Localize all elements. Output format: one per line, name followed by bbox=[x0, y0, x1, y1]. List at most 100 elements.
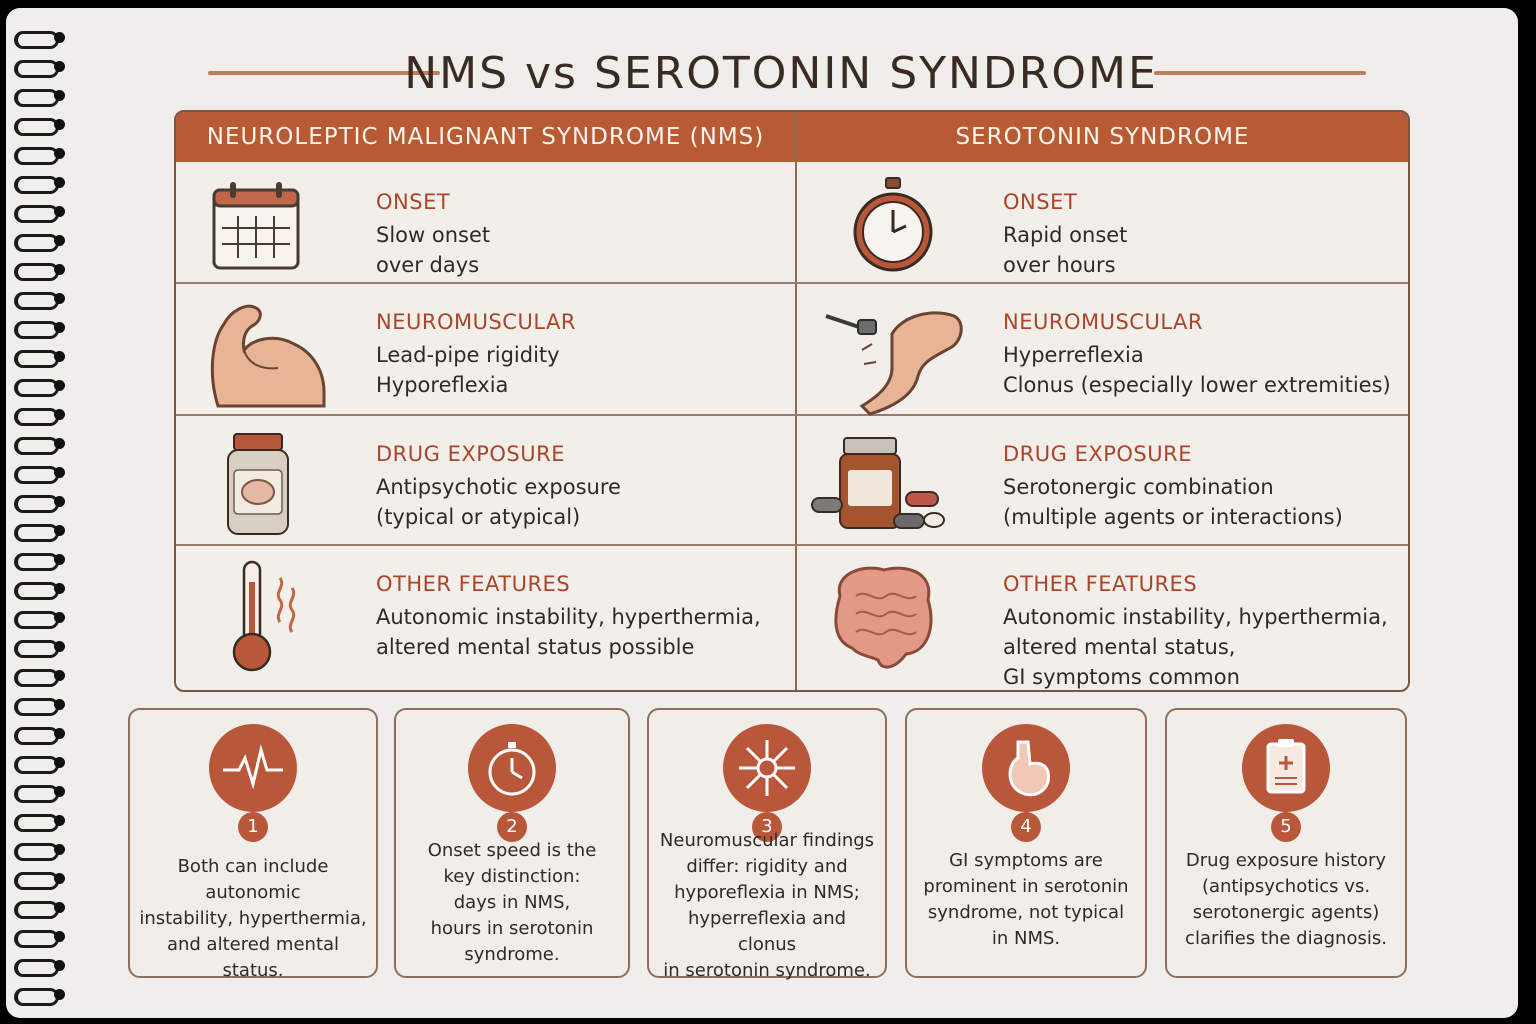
thermometer-icon bbox=[228, 558, 308, 678]
spiral-ring bbox=[14, 840, 65, 861]
reflex-hammer-knee-icon bbox=[822, 302, 972, 422]
flexed-arm-icon bbox=[202, 294, 332, 414]
title-rule-right bbox=[1154, 71, 1366, 75]
spiral-ring bbox=[14, 637, 65, 658]
spiral-ring bbox=[14, 260, 65, 281]
nms-neuromuscular-text: Lead-pipe rigidity Hyporeflexia bbox=[376, 340, 560, 400]
nms-drug-text: Antipsychotic exposure (typical or atypi… bbox=[376, 472, 621, 532]
key-point-card-2: 2 Onset speed is the key distinction: da… bbox=[394, 708, 630, 978]
card-line: hours in serotonin bbox=[430, 918, 594, 939]
spiral-ring bbox=[14, 695, 65, 716]
spiral-ring bbox=[14, 898, 65, 919]
ss-drug-line: Serotonergic combination bbox=[1003, 475, 1274, 499]
nms-onset-line: over days bbox=[376, 253, 480, 277]
spiral-ring bbox=[14, 115, 65, 136]
nms-drug-line: (typical or atypical) bbox=[376, 505, 581, 529]
card-text: Both can include autonomic instability, … bbox=[138, 854, 368, 984]
stomach-icon bbox=[982, 724, 1070, 812]
nms-onset-text: Slow onset over days bbox=[376, 220, 490, 280]
intestines-icon bbox=[826, 556, 942, 682]
card-number: 4 bbox=[1011, 812, 1041, 842]
spiral-ring bbox=[14, 28, 65, 49]
row-divider bbox=[176, 414, 1408, 416]
nms-neuromuscular-line: Lead-pipe rigidity bbox=[376, 343, 560, 367]
key-point-card-4: 4 GI symptoms are prominent in serotonin… bbox=[905, 708, 1147, 978]
spiral-ring bbox=[14, 869, 65, 890]
spiral-ring bbox=[14, 405, 65, 426]
spiral-ring bbox=[14, 57, 65, 78]
row-divider bbox=[176, 544, 1408, 546]
row-divider bbox=[176, 282, 1408, 284]
card-line: differ: rigidity and bbox=[686, 856, 848, 877]
nms-onset-label: ONSET bbox=[376, 190, 451, 214]
card-line: in NMS. bbox=[991, 928, 1061, 949]
card-text: Drug exposure history (antipsychotics vs… bbox=[1175, 848, 1397, 952]
spiral-ring bbox=[14, 927, 65, 948]
card-number: 1 bbox=[238, 812, 268, 842]
nms-neuromuscular-line: Hyporeflexia bbox=[376, 373, 509, 397]
card-line: key distinction: bbox=[443, 866, 581, 887]
card-line: GI symptoms are bbox=[949, 850, 1103, 871]
card-line: Drug exposure history bbox=[1185, 850, 1387, 871]
spiral-ring bbox=[14, 347, 65, 368]
ss-onset-line: Rapid onset bbox=[1003, 223, 1128, 247]
pill-bottle-brain-icon bbox=[222, 430, 294, 542]
card-line: hyperreflexia and clonus bbox=[687, 908, 847, 955]
ss-drug-line: (multiple agents or interactions) bbox=[1003, 505, 1343, 529]
notebook-page: NMS vs SEROTONIN SYNDROME NEUROLEPTIC MA… bbox=[6, 8, 1518, 1018]
ss-drug-label: DRUG EXPOSURE bbox=[1003, 442, 1192, 466]
spiral-ring bbox=[14, 579, 65, 600]
spiral-ring bbox=[14, 463, 65, 484]
spiral-ring bbox=[14, 289, 65, 310]
card-line: instability, hyperthermia, bbox=[139, 908, 367, 929]
spiral-ring bbox=[14, 144, 65, 165]
key-point-card-1: 1 Both can include autonomic instability… bbox=[128, 708, 378, 981]
calendar-icon bbox=[208, 178, 304, 278]
stopwatch-icon bbox=[848, 176, 938, 280]
card-line: syndrome, not typical bbox=[927, 902, 1125, 923]
spiral-ring bbox=[14, 811, 65, 832]
key-point-card-5: 5 Drug exposure history (antipsychotics … bbox=[1165, 708, 1407, 978]
column-divider bbox=[795, 112, 797, 690]
card-line: (antipsychotics vs. bbox=[1201, 876, 1371, 897]
spiral-ring bbox=[14, 86, 65, 107]
nms-onset-line: Slow onset bbox=[376, 223, 491, 247]
title-block: NMS vs SEROTONIN SYNDROME bbox=[196, 44, 1366, 104]
card-text: Onset speed is the key distinction: days… bbox=[404, 838, 620, 968]
card-line: prominent in serotonin bbox=[923, 876, 1129, 897]
page-title: NMS vs SEROTONIN SYNDROME bbox=[404, 48, 1158, 99]
spiral-ring bbox=[14, 782, 65, 803]
card-text: Neuromuscular findings differ: rigidity … bbox=[657, 828, 877, 984]
title-rule-left bbox=[208, 71, 440, 75]
spiral-ring bbox=[14, 985, 65, 1006]
neuron-icon bbox=[723, 724, 811, 812]
ss-other-line: Autonomic instability, hyperthermia, bbox=[1003, 605, 1388, 629]
card-text: GI symptoms are prominent in serotonin s… bbox=[915, 848, 1137, 952]
ss-neuromuscular-label: NEUROMUSCULAR bbox=[1003, 310, 1203, 334]
card-number: 3 bbox=[752, 812, 782, 842]
nms-other-line: altered mental status possible bbox=[376, 635, 695, 659]
spiral-ring bbox=[14, 521, 65, 542]
spiral-binding bbox=[6, 28, 76, 1018]
nms-drug-line: Antipsychotic exposure bbox=[376, 475, 621, 499]
spiral-ring bbox=[14, 492, 65, 513]
pill-bottle-capsules-icon bbox=[808, 434, 948, 538]
nms-neuromuscular-label: NEUROMUSCULAR bbox=[376, 310, 576, 334]
card-number: 2 bbox=[497, 812, 527, 842]
spiral-ring bbox=[14, 608, 65, 629]
spiral-ring bbox=[14, 434, 65, 455]
ss-onset-line: over hours bbox=[1003, 253, 1116, 277]
card-line: Neuromuscular findings bbox=[659, 830, 875, 851]
card-line: syndrome. bbox=[464, 944, 560, 965]
comparison-table: NEUROLEPTIC MALIGNANT SYNDROME (NMS) SER… bbox=[174, 110, 1410, 692]
card-line: Onset speed is the bbox=[427, 840, 597, 861]
stopwatch-icon bbox=[468, 724, 556, 812]
spiral-ring bbox=[14, 753, 65, 774]
ss-drug-text: Serotonergic combination (multiple agent… bbox=[1003, 472, 1343, 532]
serotonin-column-header: SEROTONIN SYNDROME bbox=[955, 124, 1250, 150]
card-number: 5 bbox=[1271, 812, 1301, 842]
card-line: in serotonin syndrome. bbox=[663, 960, 871, 981]
ss-onset-label: ONSET bbox=[1003, 190, 1078, 214]
spiral-ring bbox=[14, 376, 65, 397]
spiral-ring bbox=[14, 666, 65, 687]
